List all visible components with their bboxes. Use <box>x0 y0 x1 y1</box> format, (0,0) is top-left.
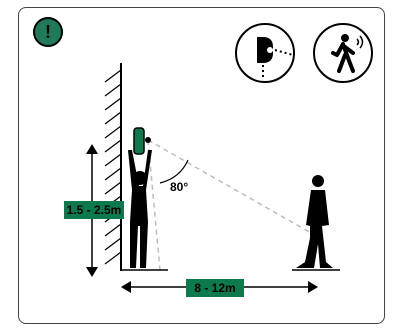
walking-person <box>296 175 333 268</box>
walking-person-motion-icon <box>313 23 373 83</box>
angle-arc <box>159 159 189 184</box>
walking-person-graphic <box>331 34 364 73</box>
height-label: 1.5 - 2.5m <box>64 201 124 219</box>
sensor-device <box>133 127 151 155</box>
sensor-side-view-icon <box>235 23 295 83</box>
installer-person <box>128 150 152 268</box>
warning-badge-icon: ! <box>33 17 63 47</box>
wall <box>104 63 122 271</box>
sensor-side-view-graphic <box>257 37 294 79</box>
angle-label: 80° <box>170 180 189 194</box>
distance-label: 8 - 12m <box>186 279 244 297</box>
detection-beam <box>147 139 319 271</box>
